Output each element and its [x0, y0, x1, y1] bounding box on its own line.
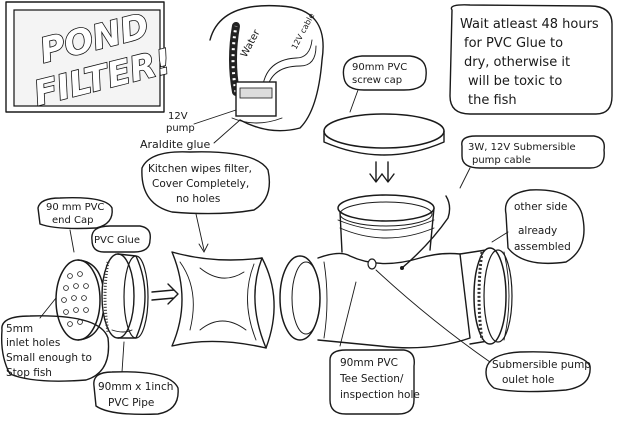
tee-section-note: 90mm PVC Tee Section/ inspection hole: [329, 349, 420, 415]
water-label: Water: [239, 27, 263, 59]
kitchen-wipes-note: Kitchen wipes filter, Cover Completely, …: [141, 151, 271, 253]
warning-line-3: dry, otherwise it: [464, 55, 570, 70]
screw-cap-label-2: screw cap: [352, 75, 402, 86]
pump-cable-label-1: 3W, 12V Submersible: [468, 142, 576, 153]
araldite-label: Araldite glue: [140, 138, 210, 151]
title-box: POND FILTER!: [5, 1, 176, 115]
other-side-label-2: side: [546, 201, 568, 213]
pvc-glue-label: PVC Glue: [94, 235, 140, 246]
pump-cable-note: 3W, 12V Submersible pump cable: [459, 135, 605, 189]
pump-cable-label-2: pump cable: [472, 155, 531, 166]
pvc-pipe-part: [101, 253, 149, 339]
other-side-note: other side already assembled: [491, 189, 585, 265]
warning-line-5: the fish: [468, 93, 517, 108]
filter-sheet: [171, 251, 275, 349]
warning-line-1: Wait atleast 48 hours: [460, 17, 599, 32]
warning-line-4: will be toxic to: [468, 74, 562, 89]
outlet-label-2: oulet hole: [502, 374, 554, 386]
screw-cap-label-1: 90mm PVC: [352, 62, 407, 73]
pvc-pipe-label-2: PVC Pipe: [108, 397, 154, 409]
other-side-label-4: assembled: [514, 241, 571, 253]
other-side-label-1: other: [514, 201, 543, 213]
wipes-label-3: no holes: [176, 193, 220, 205]
end-cap-label-1: 90 mm PVC: [46, 202, 104, 213]
tee-section-part: [317, 194, 471, 349]
pump-label-line-2: pump: [166, 123, 195, 134]
tee-label-2: Tee Section/: [339, 373, 404, 385]
connector-ring: [279, 255, 321, 341]
inlet-label-3: Small enough to: [6, 352, 92, 364]
wipes-label-1: Kitchen wipes filter,: [148, 163, 252, 175]
inlet-label-1: 5mm: [6, 323, 33, 335]
tee-label-3: inspection hole: [340, 389, 420, 401]
right-assembled-part: [459, 247, 513, 345]
warning-note: Wait atleast 48 hours for PVC Glue to dr…: [449, 4, 613, 115]
pvc-pipe-note: 90mm x 1inch PVC Pipe: [93, 341, 179, 415]
pump-label-line-1: 12V: [168, 111, 188, 122]
pvc-pipe-label-1: 90mm x 1inch: [98, 381, 173, 393]
end-cap-part: [55, 259, 105, 341]
pvc-glue-note: PVC Glue: [91, 225, 151, 253]
end-cap-note: 90 mm PVC end Cap: [37, 197, 113, 253]
inlet-label-2: inlet holes: [6, 337, 60, 349]
warning-line-2: for PVC Glue to: [464, 36, 563, 51]
outlet-label-1: Submersible pump: [492, 359, 591, 371]
outlet-hole-note: Submersible pump oulet hole: [375, 269, 591, 393]
tee-label-1: 90mm PVC: [340, 357, 398, 369]
cable-label: 12V cable: [290, 12, 317, 51]
flow-arrow-1: [151, 283, 179, 305]
other-side-label-3: already: [518, 225, 557, 237]
inlet-holes-note: 5mm inlet holes Small enough to Stop fis…: [0, 297, 110, 382]
end-cap-label-2: end Cap: [52, 215, 93, 226]
inlet-label-4: Stop fish: [6, 367, 52, 379]
wipes-label-2: Cover Completely,: [152, 178, 249, 190]
screw-cap-part: 90mm PVC screw cap: [323, 55, 445, 183]
